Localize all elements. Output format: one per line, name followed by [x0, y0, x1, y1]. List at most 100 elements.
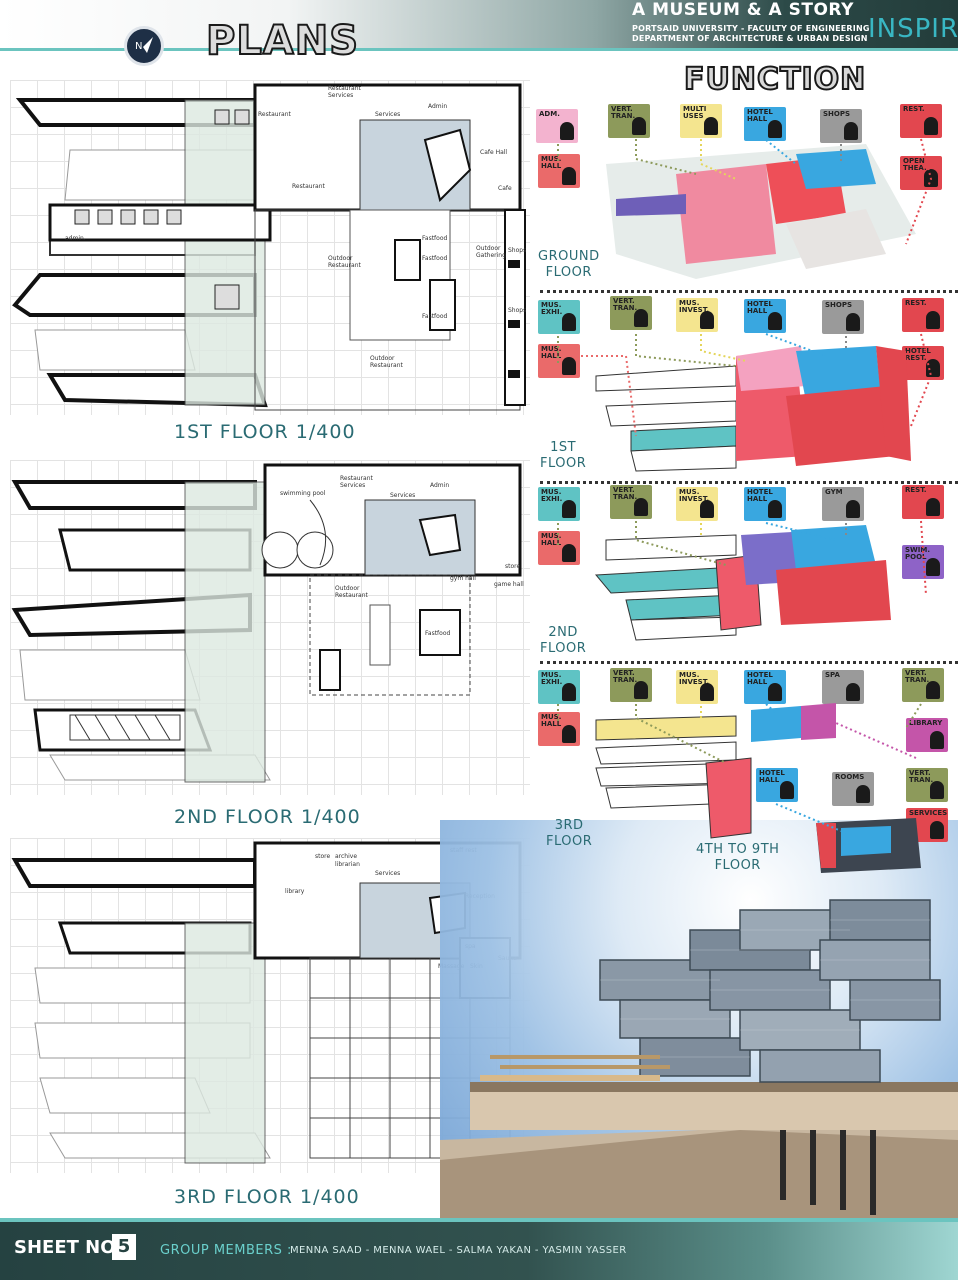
- person-icon: [634, 498, 648, 516]
- function-map-2nd: [557, 520, 927, 641]
- person-icon: [924, 117, 938, 135]
- svg-text:Restaurant: Restaurant: [328, 85, 361, 92]
- group-members-label: GROUP MEMBERS :: [160, 1243, 292, 1258]
- tag-label: MULTI USES: [683, 105, 707, 120]
- person-icon: [768, 312, 782, 330]
- svg-text:Services: Services: [340, 482, 365, 489]
- svg-text:Restaurant: Restaurant: [328, 262, 361, 269]
- person-icon: [930, 731, 944, 749]
- svg-text:Cafe Hall: Cafe Hall: [480, 149, 507, 156]
- svg-text:Fastfood: Fastfood: [425, 630, 451, 637]
- person-icon: [846, 313, 860, 331]
- svg-text:Gathering: Gathering: [476, 252, 506, 259]
- svg-text:Cafe: Cafe: [498, 185, 512, 192]
- tag-label: HOTEL HALL: [747, 488, 773, 503]
- tag-label: MUS. INVEST.: [679, 671, 710, 686]
- person-icon: [930, 781, 944, 799]
- north-arrow-icon: N: [124, 26, 164, 66]
- person-icon: [768, 500, 782, 518]
- person-icon: [562, 725, 576, 743]
- tag-label: VERT. TRAN.: [613, 297, 638, 312]
- svg-text:admin.: admin.: [65, 235, 86, 242]
- plan-caption-1st: 1ST FLOOR 1/400: [174, 421, 356, 443]
- tag-label: VERT. TRAN.: [909, 769, 934, 784]
- tag-label: SWIM. POOL: [905, 546, 930, 561]
- tag-label: REST.: [905, 486, 927, 494]
- person-icon: [704, 117, 718, 135]
- function-floor-label-1st: 1ST FLOOR: [540, 440, 587, 471]
- function-tag-vert-tran-2: VERT. TRAN.: [902, 668, 944, 702]
- tag-label: VERT. TRAN.: [613, 669, 638, 684]
- function-tag-adm: ADM.: [536, 109, 578, 143]
- person-icon: [844, 122, 858, 140]
- svg-text:Restaurant: Restaurant: [370, 362, 403, 369]
- function-tag-hotel-hall-2: HOTEL HALL: [756, 768, 798, 802]
- tag-label: HOTEL HALL: [759, 769, 785, 784]
- person-icon: [560, 122, 574, 140]
- svg-text:N: N: [135, 41, 142, 52]
- function-tag-vert-tran: VERT. TRAN.: [610, 668, 652, 702]
- function-floor-label-4th-9th: 4TH TO 9TH FLOOR: [696, 842, 780, 873]
- footer-band: [0, 1222, 958, 1280]
- tag-label: MUS. INVEST.: [679, 299, 710, 314]
- function-separator: [540, 481, 958, 484]
- function-tag-mus-hall: MUS. HALL: [538, 531, 580, 565]
- person-icon: [768, 683, 782, 701]
- function-tag-multi-uses: MULTI USES: [680, 104, 722, 138]
- person-icon: [700, 683, 714, 701]
- svg-text:store: store: [315, 853, 330, 860]
- tag-label: REST.: [903, 105, 925, 113]
- function-map-1st: [557, 333, 933, 472]
- sheet-label: SHEET NO.: [14, 1237, 122, 1258]
- function-tag-hotel-hall: HOTEL HALL: [744, 487, 786, 521]
- tag-label: GYM: [825, 488, 843, 496]
- department-line: DEPARTMENT OF ARCHITECTURE & URBAN DESIG…: [632, 34, 868, 43]
- plans-title: PLANS: [205, 17, 360, 65]
- project-title: A MUSEUM & A STORY: [632, 0, 854, 20]
- person-icon: [632, 117, 646, 135]
- floor-plan-1st: Restaurant Services Restaurant Restauran…: [10, 80, 530, 415]
- building-render: [440, 899, 958, 1220]
- function-panel-1st: MUS. EXHI. VERT. TRAN. MUS. INVEST. HOTE…: [536, 296, 958, 476]
- svg-text:Outdoor: Outdoor: [370, 355, 395, 362]
- svg-text:Shops: Shops: [508, 247, 526, 254]
- person-icon: [700, 500, 714, 518]
- svg-text:archive: archive: [335, 853, 357, 860]
- tag-label: HOTEL HALL: [747, 671, 773, 686]
- function-panel-2nd: MUS. EXHI. VERT. TRAN. MUS. INVEST. HOTE…: [536, 485, 958, 665]
- function-map-3rd: [557, 703, 922, 873]
- tag-label: SERVICES: [909, 809, 948, 817]
- floor-plan-1st-drawing: Restaurant Services Restaurant Restauran…: [12, 83, 526, 411]
- function-tag-hotel-hall: HOTEL HALL: [744, 107, 786, 141]
- svg-text:gym hall: gym hall: [450, 575, 476, 582]
- tag-label: HOTEL HALL: [747, 108, 773, 123]
- function-floor-label-3rd: 3RD FLOOR: [546, 818, 593, 849]
- function-tag-vert-tran: VERT. TRAN.: [610, 296, 652, 330]
- function-panel-ground: ADM. VERT. TRAN. MULTI USES HOTEL HALL S…: [536, 104, 958, 284]
- svg-text:Fastfood: Fastfood: [422, 313, 448, 320]
- top-accent-stripe: [0, 48, 958, 51]
- person-icon: [634, 681, 648, 699]
- svg-text:Services: Services: [375, 111, 400, 118]
- tag-label: MUS. HALL: [541, 155, 562, 170]
- svg-text:Shops: Shops: [508, 307, 526, 314]
- function-tag-mus-exhi: MUS. EXHI.: [538, 487, 580, 521]
- tag-label: MUS. EXHI.: [541, 488, 563, 503]
- tag-label: ADM.: [539, 110, 560, 118]
- tag-label: MUS. EXHI.: [541, 301, 563, 316]
- function-tag-vert-tran-3: VERT. TRAN.: [906, 768, 948, 802]
- function-tag-vert-tran: VERT. TRAN.: [610, 485, 652, 519]
- person-icon: [634, 309, 648, 327]
- person-icon: [562, 683, 576, 701]
- person-icon: [926, 681, 940, 699]
- svg-text:library: library: [285, 888, 305, 895]
- tag-label: SHOPS: [823, 110, 851, 118]
- function-title: FUNCTION: [683, 61, 867, 98]
- person-icon: [780, 781, 794, 799]
- person-icon: [930, 821, 944, 839]
- function-tag-library: LIBRARY: [906, 718, 948, 752]
- function-tag-vert-tran: VERT. TRAN.: [608, 104, 650, 138]
- person-icon: [562, 544, 576, 562]
- function-tag-open-thea: OPEN THEA.: [900, 156, 942, 190]
- tag-label: MUS. INVEST.: [679, 488, 710, 503]
